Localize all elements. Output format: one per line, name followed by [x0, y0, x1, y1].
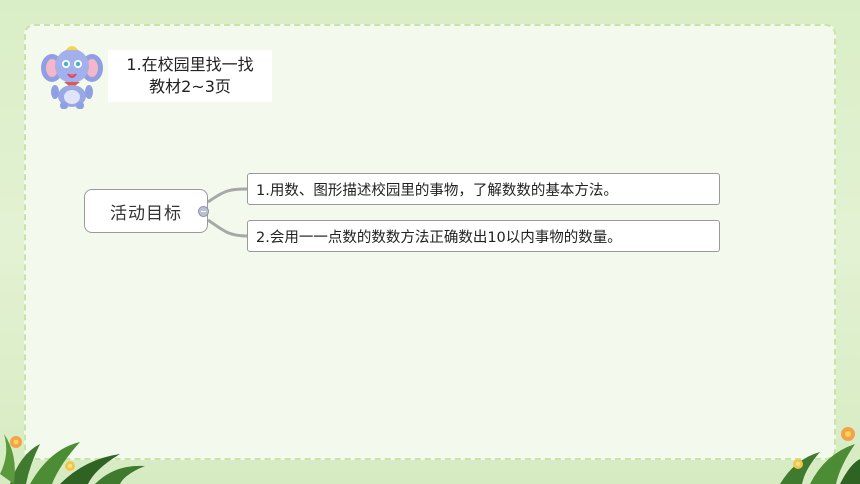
branch-1-label: 1.用数、图形描述校园里的事物，了解数数的基本方法。	[256, 182, 618, 199]
flower-plants-left-icon	[0, 434, 145, 484]
mindmap-root-label: 活动目标	[110, 203, 182, 224]
branch-2-label: 2.会用一一点数的数数方法正确数出10以内事物的数量。	[256, 229, 622, 246]
flower-plants-right-icon	[780, 427, 860, 484]
mindmap-root-node[interactable]: 活动目标	[84, 189, 208, 233]
mindmap-branch-1[interactable]: 1.用数、图形描述校园里的事物，了解数数的基本方法。	[247, 173, 720, 205]
lesson-title-box: 1.在校园里找一找 教材2~3页	[108, 50, 272, 102]
lesson-page-ref: 教材2~3页	[149, 77, 231, 96]
lesson-title: 1.在校园里找一找	[126, 55, 254, 74]
collapse-minus-icon[interactable]	[198, 206, 209, 217]
elephant-mascot-icon	[41, 46, 103, 109]
mindmap-branch-2[interactable]: 2.会用一一点数的数数方法正确数出10以内事物的数量。	[247, 220, 720, 252]
